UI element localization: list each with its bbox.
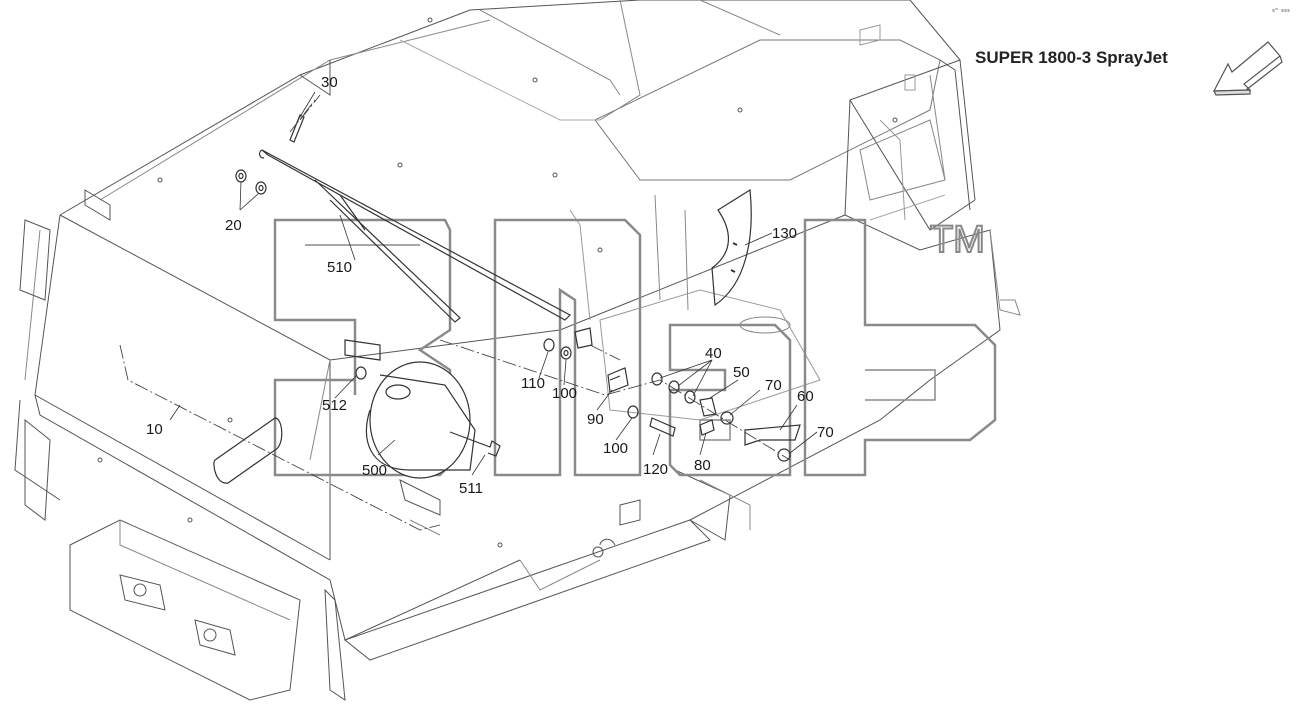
part-label-100-a: 100 xyxy=(552,385,577,402)
watermark-tm: TM xyxy=(930,219,985,261)
part-label-50: 50 xyxy=(733,364,750,381)
washer-100a xyxy=(560,346,572,360)
lever-60 xyxy=(744,424,801,446)
orientation-arrow-icon xyxy=(1212,41,1283,96)
part-label-90: 90 xyxy=(587,411,604,428)
bolt-511 xyxy=(449,431,501,457)
part-label-512: 512 xyxy=(322,397,347,414)
washer-40a xyxy=(651,372,663,386)
nut-70b xyxy=(777,448,791,462)
part-label-130: 130 xyxy=(772,225,797,242)
watermark-logo: TM xyxy=(273,218,997,477)
part-label-60: 60 xyxy=(797,388,814,405)
part-label-500: 500 xyxy=(362,462,387,479)
pin-30 xyxy=(289,114,305,143)
part-label-40: 40 xyxy=(705,345,722,362)
part-label-510: 510 xyxy=(327,259,352,276)
shaft-10 xyxy=(213,417,283,484)
parts xyxy=(213,114,801,484)
part-label-20: 20 xyxy=(225,217,242,234)
part-label-100-b: 100 xyxy=(603,440,628,457)
washer-20a xyxy=(235,169,247,183)
rod xyxy=(261,149,571,321)
brace-510 xyxy=(314,179,461,323)
washer-110 xyxy=(543,338,555,352)
part-label-70-b: 70 xyxy=(817,424,834,441)
part-labels: 10 20 30 40 50 60 70 70 80 90 100 100 11… xyxy=(146,74,834,497)
part-label-70-a: 70 xyxy=(765,377,782,394)
washer-40b xyxy=(668,380,680,394)
leader-lines xyxy=(169,91,818,476)
nut-70a xyxy=(720,411,734,425)
part-label-30: 30 xyxy=(321,74,338,91)
machine-body xyxy=(14,0,1021,702)
washer-512 xyxy=(355,366,367,380)
center-lines xyxy=(119,94,791,531)
part-label-80: 80 xyxy=(694,457,711,474)
washer-100b xyxy=(627,405,639,419)
diagram-title: SUPER 1800-3 SprayJet xyxy=(975,48,1168,67)
corner-code: s™ sss xyxy=(1272,8,1290,14)
part-label-10: 10 xyxy=(146,421,163,438)
shield-130 xyxy=(711,188,752,307)
bolt-120 xyxy=(649,417,676,437)
cylinder-500 xyxy=(344,339,476,479)
clip-80 xyxy=(699,419,715,436)
part-label-120: 120 xyxy=(643,461,668,478)
part-label-511: 511 xyxy=(459,480,483,497)
part-label-110: 110 xyxy=(521,375,545,392)
bracket-90 xyxy=(607,367,629,393)
washer-40c xyxy=(684,390,696,404)
washer-20b xyxy=(255,181,267,195)
